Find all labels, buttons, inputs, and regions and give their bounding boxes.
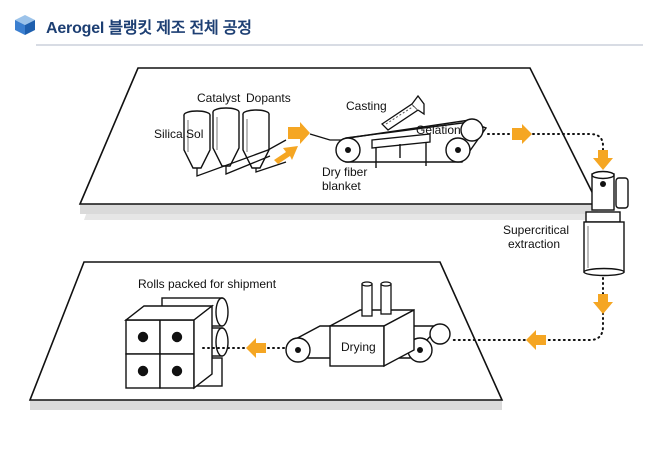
label-catalyst: Catalyst <box>197 91 241 105</box>
label-dry-fiber-blanket-2: blanket <box>322 179 361 193</box>
arrow-down-icon <box>593 150 613 170</box>
label-drying: Drying <box>341 340 376 354</box>
dopants-hopper <box>242 109 270 169</box>
page-header: Aerogel 블랭킷 제조 전체 공정 <box>14 10 644 40</box>
arrow-left-icon <box>526 330 546 350</box>
supercritical-vessel <box>583 170 629 277</box>
casting-nozzle <box>380 94 425 131</box>
label-gelation: Gelation <box>416 123 461 137</box>
silica-sol-hopper <box>183 110 211 169</box>
flow-lines <box>199 133 604 349</box>
arrow-right-icon <box>288 122 310 144</box>
label-dry-fiber-blanket-1: Dry fiber <box>322 165 367 179</box>
catalyst-hopper <box>212 107 240 167</box>
arrow-right-icon <box>512 124 532 144</box>
gelation-conveyor <box>335 118 488 168</box>
diagram-labels: Catalyst Dopants Silica Sol Casting Gela… <box>138 91 569 354</box>
label-supercritical-1: Supercritical <box>503 223 569 237</box>
label-supercritical-2: extraction <box>508 237 560 251</box>
label-casting: Casting <box>346 99 387 113</box>
arrow-left-icon <box>246 338 266 358</box>
label-silica-sol: Silica Sol <box>154 127 203 141</box>
flow-arrows <box>246 122 613 358</box>
cube-icon <box>15 15 35 35</box>
arrow-upright-icon <box>274 146 298 164</box>
drying-conveyor <box>285 281 451 368</box>
packed-rolls <box>123 297 229 390</box>
header-divider <box>36 44 643 46</box>
label-rolls-packed: Rolls packed for shipment <box>138 277 277 291</box>
label-dopants: Dopants <box>246 91 291 105</box>
arrow-down-icon <box>593 294 613 314</box>
page-title: Aerogel 블랭킷 제조 전체 공정 <box>46 20 252 37</box>
feed-lines <box>196 133 345 177</box>
